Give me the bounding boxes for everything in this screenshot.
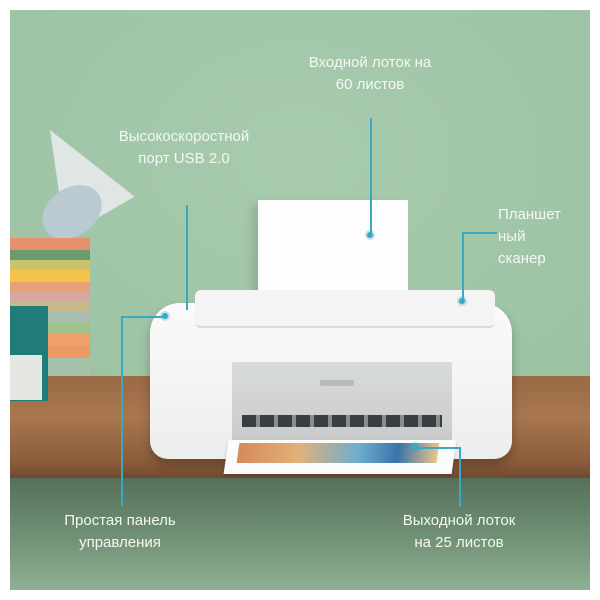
callout-dot [367, 232, 373, 238]
floor-background [10, 478, 590, 590]
callout-connector [370, 118, 372, 236]
callout-dot [459, 298, 465, 304]
callout-connector [121, 316, 123, 506]
callout-connector [462, 232, 464, 300]
callout-line-1: Высокоскоростной [118, 128, 250, 145]
callout-flatbed-scanner: Планшет ный сканер [498, 204, 561, 270]
callout-line-1: Простая панель [64, 512, 176, 529]
callout-line-2: на 25 листов [414, 534, 504, 551]
callout-line-3: сканер [498, 250, 546, 267]
callout-usb-port: Высокоскоростной порт USB 2.0 [84, 126, 284, 170]
callout-connector [121, 316, 165, 318]
product-image: Входной лоток на 60 листов Высокоскорост… [10, 10, 590, 590]
callout-line-1: Планшет [498, 206, 561, 223]
callout-line-2: управления [79, 534, 161, 551]
callout-connector [462, 232, 497, 234]
callout-connector [415, 447, 460, 449]
scanner-lid [195, 290, 495, 328]
callout-line-1: Выходной лоток [402, 512, 516, 529]
output-opening [232, 362, 452, 448]
callout-line-2: ный [498, 228, 526, 245]
callout-input-tray: Входной лоток на 60 листов [270, 52, 470, 96]
callout-connector [459, 447, 461, 507]
callout-dot [162, 313, 168, 319]
input-tray-paper [258, 200, 408, 300]
printed-photo [236, 443, 440, 463]
callout-line-1: Входной лоток на [308, 54, 432, 71]
callout-line-2: порт USB 2.0 [138, 150, 230, 167]
callout-connector [186, 205, 188, 310]
callout-control-panel: Простая панель управления [20, 510, 220, 554]
callout-line-2: 60 листов [335, 76, 405, 93]
print-mechanism [242, 415, 442, 427]
callout-output-tray: Выходной лоток на 25 листов [359, 510, 559, 554]
